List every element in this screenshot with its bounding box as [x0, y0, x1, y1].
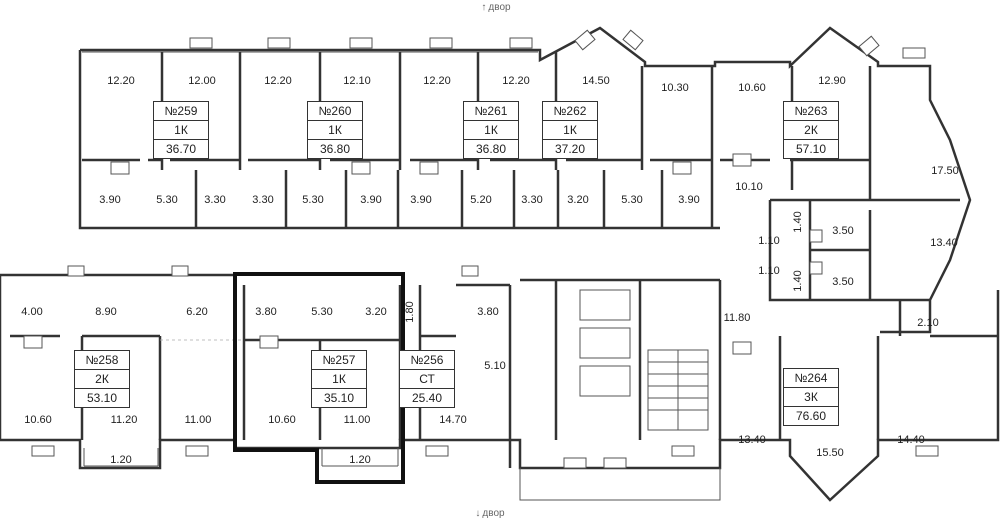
apartment-type: 2К — [75, 370, 129, 389]
room-area-label: 2.10 — [917, 317, 939, 329]
room-area-label: 1.10 — [758, 235, 780, 247]
apartment-area: 36.80 — [319, 142, 351, 156]
room-area-label: 12.20 — [264, 75, 292, 87]
apartment-area: 76.60 — [795, 409, 827, 423]
arrow-up-icon: ↑ — [481, 2, 487, 13]
room-area-label: 12.20 — [423, 75, 451, 87]
room-area-label: 17.50 — [931, 165, 959, 177]
apartment-area: 25.40 — [411, 391, 443, 405]
selected-apartment-outline — [233, 272, 405, 484]
room-area-label: 3.30 — [252, 194, 274, 206]
room-area-label: 15.50 — [816, 447, 844, 459]
room-area-label: 1.40 — [792, 270, 804, 292]
room-area-label: 5.30 — [621, 194, 643, 206]
room-area-label: 10.30 — [661, 82, 689, 94]
upper-wing-walls — [78, 26, 972, 334]
apartment-area: 35.10 — [323, 391, 355, 405]
apartment-number: №257 — [312, 351, 366, 370]
apartment-number: №258 — [75, 351, 129, 370]
room-area-label: 12.90 — [818, 75, 846, 87]
room-area-label: 3.90 — [99, 194, 121, 206]
apartment-type: 1К — [543, 121, 597, 140]
room-area-label: 14.40 — [897, 434, 925, 446]
room-area-label: 10.60 — [268, 414, 296, 426]
compass-top-label: двор — [488, 2, 511, 13]
apartment-area: 37.20 — [554, 142, 586, 156]
room-area-label: 1.40 — [792, 211, 804, 233]
arrow-down-icon: ↓ — [475, 508, 481, 519]
room-area-label: 3.80 — [255, 306, 277, 318]
apartment-number: №262 — [543, 102, 597, 121]
room-area-label: 3.20 — [365, 306, 387, 318]
room-area-label: 8.90 — [95, 306, 117, 318]
room-area-label: 11.00 — [184, 414, 212, 426]
room-area-label: 12.20 — [502, 75, 530, 87]
apartment-type: СТ — [400, 370, 454, 389]
apartment-type: 2К — [784, 121, 838, 140]
room-area-label: 1.20 — [349, 454, 371, 466]
room-area-label: 1.10 — [758, 265, 780, 277]
apartment-number: №259 — [154, 102, 208, 121]
room-area-label: 3.90 — [678, 194, 700, 206]
room-area-label: 5.10 — [484, 360, 506, 372]
compass-top: ↑двор — [481, 2, 510, 13]
room-area-label: 1.80 — [404, 301, 416, 323]
room-area-label: 13.40 — [738, 434, 766, 446]
room-area-label: 5.20 — [470, 194, 492, 206]
room-area-label: 3.50 — [832, 225, 854, 237]
room-area-label: 12.00 — [188, 75, 216, 87]
lower-wing-walls — [0, 265, 1000, 502]
apartment-type: 1К — [464, 121, 518, 140]
apartment-number: №256 — [400, 351, 454, 370]
room-area-label: 12.10 — [343, 75, 371, 87]
room-area-label: 10.60 — [738, 82, 766, 94]
apartment-number: №263 — [784, 102, 838, 121]
apartment-type: 1К — [154, 121, 208, 140]
room-area-label: 3.30 — [521, 194, 543, 206]
room-area-label: 3.20 — [567, 194, 589, 206]
room-area-label: 3.80 — [477, 306, 499, 318]
room-area-label: 11.80 — [723, 312, 751, 324]
room-area-label: 12.20 — [107, 75, 135, 87]
room-area-label: 13.40 — [930, 237, 958, 249]
apartment-area: 53.10 — [86, 391, 118, 405]
room-area-label: 11.00 — [343, 414, 371, 426]
apartment-type: 1К — [312, 370, 366, 389]
room-area-label: 14.70 — [439, 414, 467, 426]
apartment-type: 3К — [784, 388, 838, 407]
room-area-label: 3.30 — [204, 194, 226, 206]
room-area-label: 14.50 — [582, 75, 610, 87]
room-area-label: 3.90 — [410, 194, 432, 206]
room-area-label: 5.30 — [156, 194, 178, 206]
compass-bottom-label: двор — [482, 508, 505, 519]
apartment-number: №260 — [308, 102, 362, 121]
apartment-area: 36.80 — [475, 142, 507, 156]
apartment-area: 57.10 — [795, 142, 827, 156]
room-area-label: 1.20 — [110, 454, 132, 466]
apartment-number: №264 — [784, 369, 838, 388]
room-area-label: 3.90 — [360, 194, 382, 206]
room-area-label: 5.30 — [302, 194, 324, 206]
apartment-type: 1К — [308, 121, 362, 140]
room-area-label: 11.20 — [110, 414, 138, 426]
room-area-label: 10.10 — [735, 181, 763, 193]
room-area-label: 5.30 — [311, 306, 333, 318]
room-area-label: 6.20 — [186, 306, 208, 318]
room-area-label: 10.60 — [24, 414, 52, 426]
compass-bottom: ↓двор — [475, 508, 504, 519]
apartment-area: 36.70 — [165, 142, 197, 156]
room-area-label: 3.50 — [832, 276, 854, 288]
apartment-number: №261 — [464, 102, 518, 121]
room-area-label: 4.00 — [21, 306, 43, 318]
